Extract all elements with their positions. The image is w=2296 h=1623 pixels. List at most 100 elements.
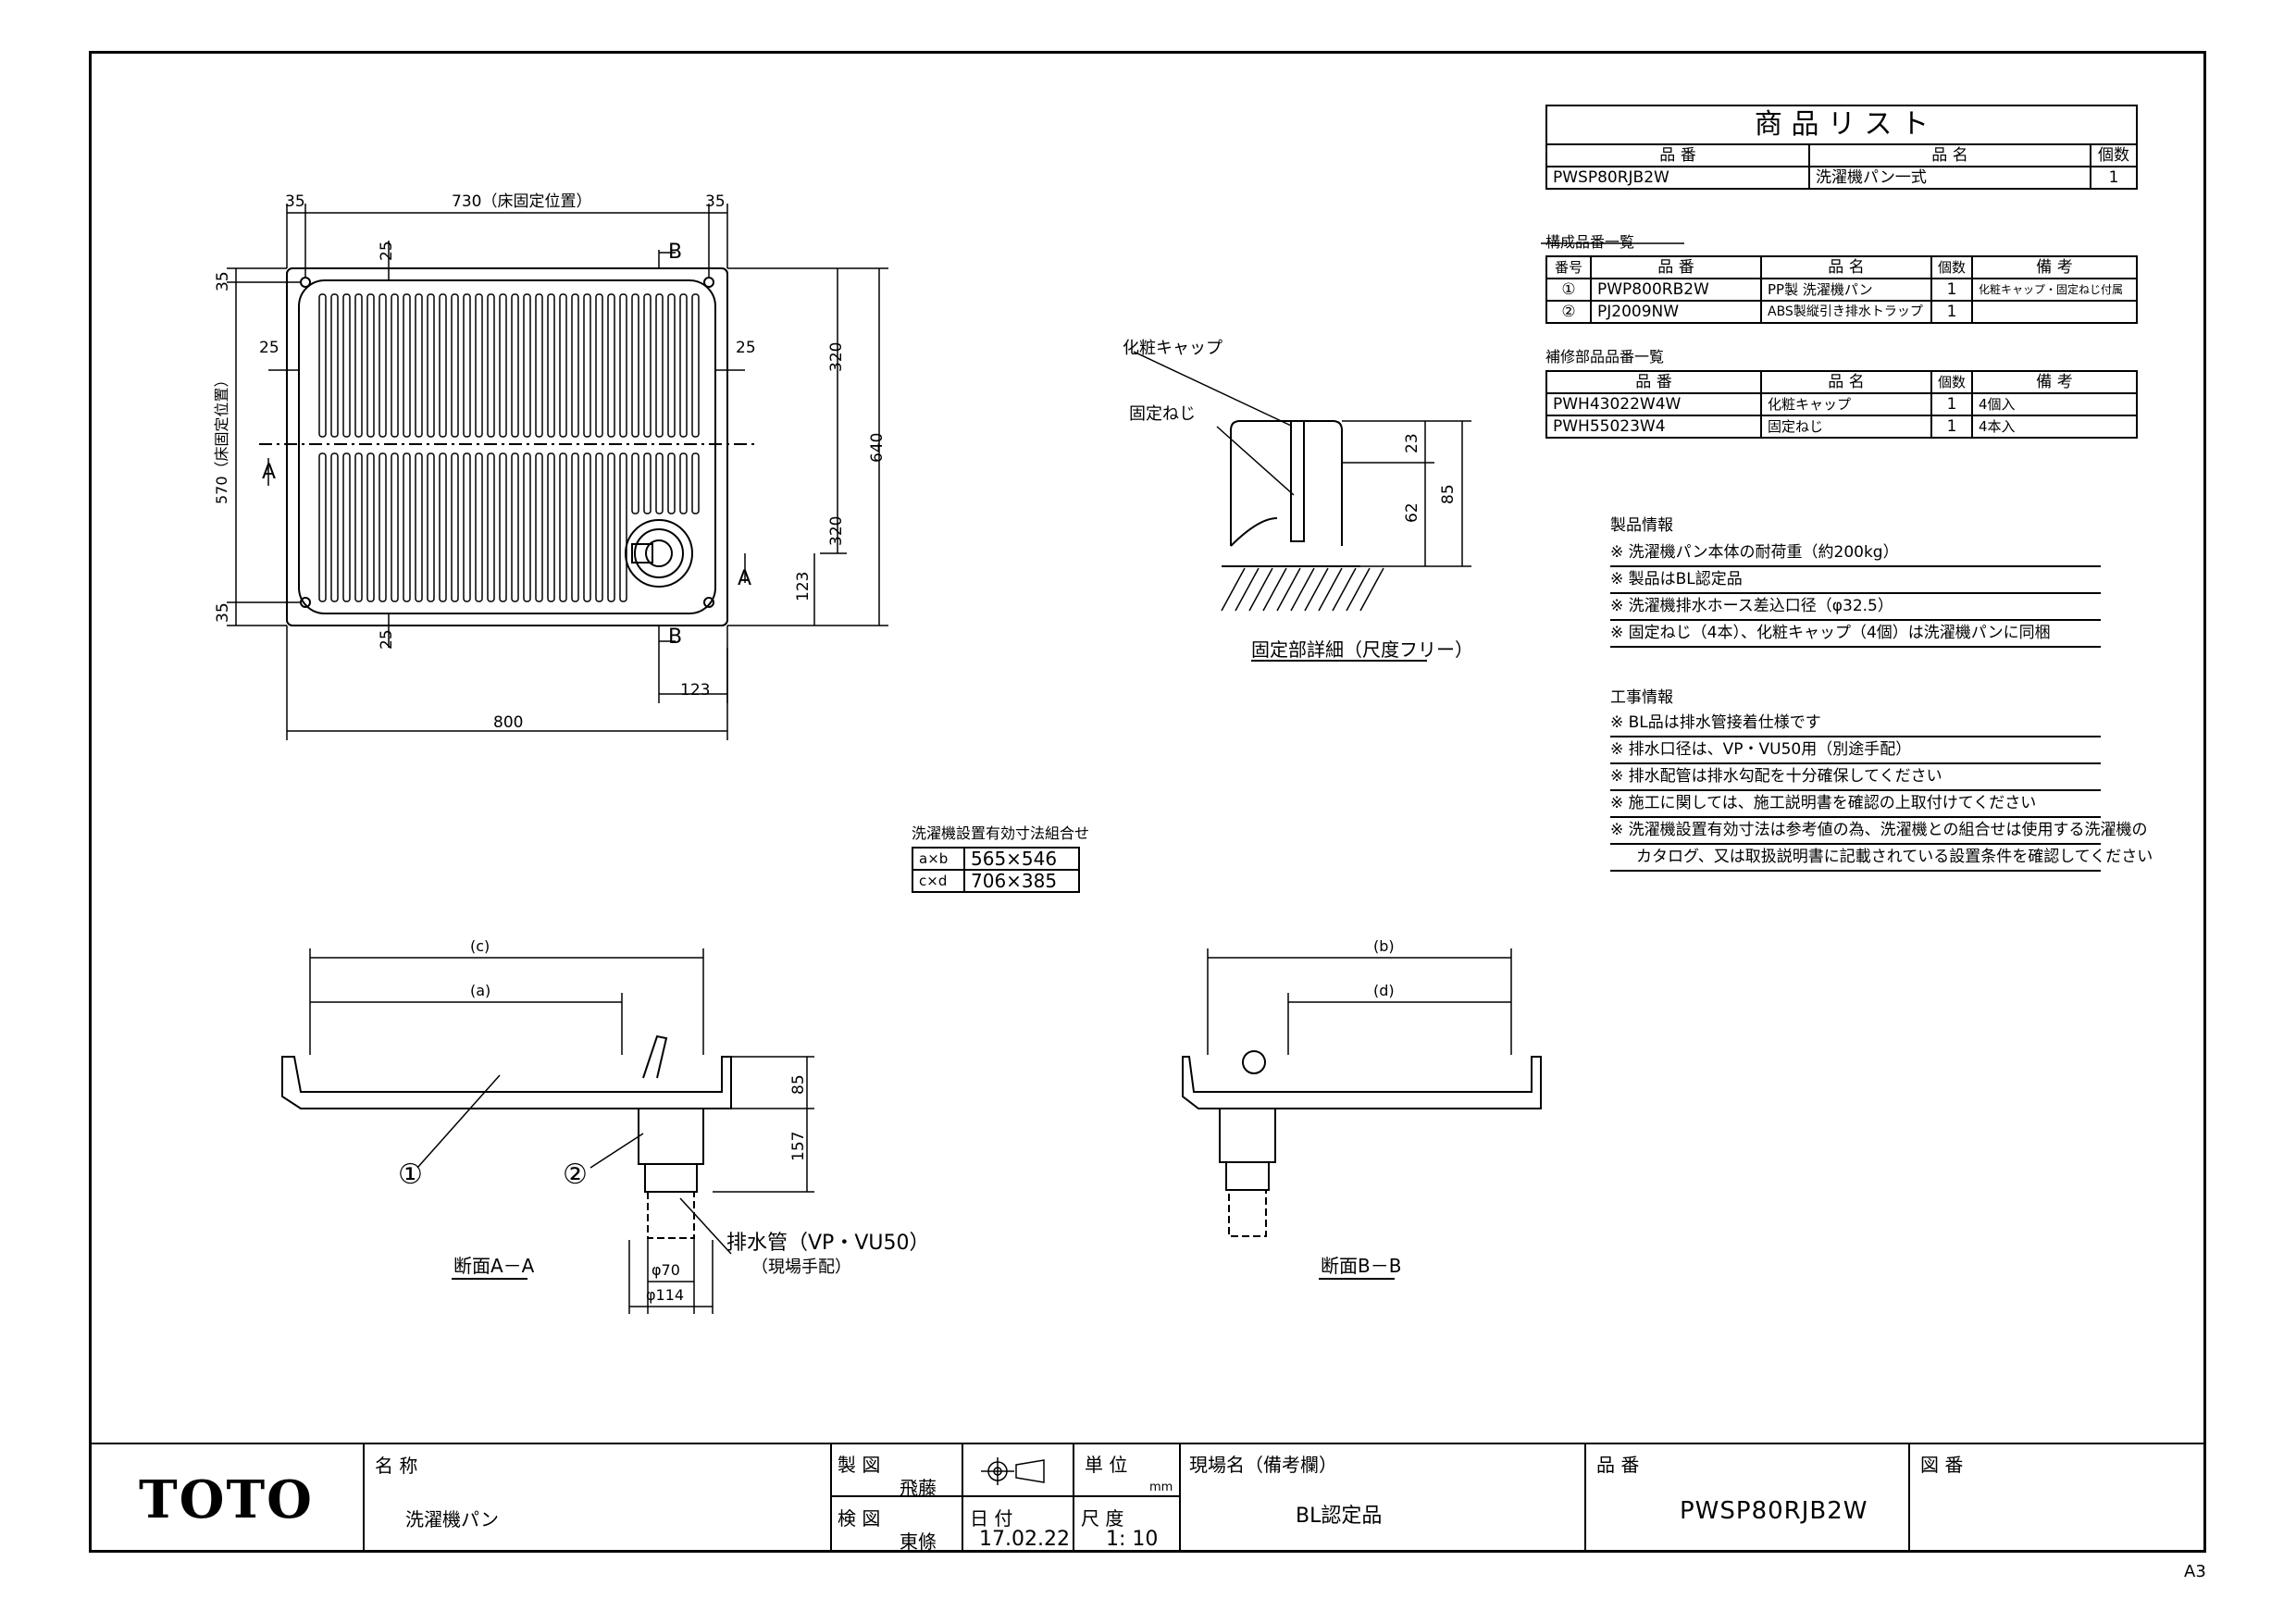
checked-label: 検 図 [838, 1507, 881, 1530]
components-note: 化粧キャップ・固定ねじ付属 [1971, 278, 2138, 302]
section-a-dim-157: 157 [789, 1131, 808, 1161]
pan-rib [655, 293, 664, 438]
pan-rib [487, 452, 495, 602]
product-info-item: ※ 洗濯機パン本体の耐荷重（約200kg） [1610, 540, 2101, 567]
components-row: ① PWP800RB2W PP製 洗濯機パン 1 化粧キャップ・固定ねじ付属 [1545, 278, 2138, 302]
pan-rib [547, 293, 555, 438]
pan-rib [595, 452, 603, 602]
product-list-qty: 1 [2090, 166, 2138, 190]
pan-rib [583, 452, 591, 602]
repair-header-qty: 個数 [1930, 370, 1974, 394]
fix-hole-tl [300, 277, 311, 288]
hatch-line [1276, 567, 1301, 612]
pan-rib [559, 293, 567, 438]
detail-caption: 固定部詳細（尺度フリー） [1251, 638, 1473, 661]
repair-parts-table: 品 番 品 名 個数 備 考 PWH43022W4W 化粧キャップ 1 4個入 … [1545, 370, 2138, 439]
pan-ribs [318, 293, 700, 602]
pan-rib [475, 293, 483, 438]
construction-info-item: カタログ、又は取扱説明書に記載されている設置条件を確認してください [1610, 845, 2153, 872]
section-b-pan [1182, 1056, 1542, 1109]
pan-rib [330, 293, 339, 438]
sheet-size: A3 [2184, 1562, 2206, 1581]
components-note [1971, 300, 2138, 324]
pan-rib [571, 293, 579, 438]
pan-rib [427, 452, 435, 602]
pan-rib [499, 293, 507, 438]
pan-rib [487, 293, 495, 438]
pan-rib [595, 293, 603, 438]
date-label: 日 付 [970, 1507, 1013, 1530]
screw-leader [1216, 426, 1295, 496]
repair-row: PWH55023W4 固定ねじ 1 4本入 [1545, 415, 2138, 439]
drain-trap-inner [634, 528, 684, 578]
pan-rib [403, 293, 411, 438]
site-value: BL認定品 [1296, 1505, 1383, 1528]
hatch-line [1248, 567, 1273, 612]
section-b-caption: 断面B－B [1321, 1255, 1402, 1277]
install-dims-row: c×d 706×385 [912, 869, 1080, 893]
dia-70: φ70 [652, 1261, 680, 1279]
pan-rib [619, 452, 627, 602]
section-b-trap-outlet [1225, 1161, 1270, 1191]
repair-header-name: 品 名 [1760, 370, 1932, 394]
components-title: 構成品番一覧 [1545, 233, 1635, 251]
repair-qty: 1 [1930, 392, 1974, 416]
pan-rib [366, 452, 375, 602]
install-dims-table: a×b 565×546 c×d 706×385 [912, 847, 1080, 893]
construction-info-title: 工事情報 [1610, 688, 1673, 707]
pan-rib [583, 293, 591, 438]
pan-rib [415, 452, 423, 602]
hatch-line [1290, 567, 1315, 612]
product-list-code: PWSP80RJB2W [1545, 166, 1810, 190]
section-a-pipe [647, 1191, 695, 1239]
pan-rib [523, 293, 531, 438]
dim-c: (c) [470, 937, 490, 955]
title-block-lines [89, 1443, 2206, 1553]
plan-dimensions [227, 204, 888, 740]
toto-logo: TOTO [139, 1469, 314, 1530]
dim-320-bottom: 320 [827, 515, 846, 546]
components-header-name: 品 名 [1760, 255, 1932, 279]
pan-rib [571, 452, 579, 602]
scale-label: 尺 度 [1081, 1507, 1124, 1530]
components-header-code: 品 番 [1590, 255, 1762, 279]
pan-rib [631, 293, 639, 438]
section-a-a [281, 948, 814, 1314]
pan-rib [318, 452, 327, 602]
section-b-trap-body [1219, 1108, 1276, 1163]
pan-rib [679, 293, 688, 438]
dim-d: (d) [1373, 982, 1395, 999]
hatch-line [1318, 567, 1343, 612]
pan-rib [439, 293, 447, 438]
drain-pipe-label: 排水管（VP・VU50） [726, 1232, 930, 1255]
section-a-caption: 断面A－A [453, 1255, 535, 1277]
components-name: ABS製縦引き排水トラップ [1760, 300, 1932, 324]
components-no: ① [1545, 278, 1592, 302]
pan-rib [354, 293, 363, 438]
pan-rib [427, 293, 435, 438]
pan-rib [342, 452, 351, 602]
pan-outer-outline [286, 267, 728, 626]
pan-rib [679, 452, 688, 514]
drain-pipe-note: （現場手配） [751, 1258, 851, 1277]
code-value: PWSP80RJB2W [1680, 1497, 1868, 1525]
section-a-pan [281, 1056, 732, 1109]
unit-value: mm [1149, 1481, 1173, 1494]
construction-info-item: ※ 排水配管は排水勾配を十分確保してください [1610, 764, 2101, 791]
dim-a: (a) [470, 982, 491, 999]
screw-label: 固定ねじ [1129, 404, 1196, 424]
section-b-dims [1207, 948, 1512, 1055]
construction-info-item: ※ 施工に関しては、施工説明書を確認の上取付けてください [1610, 791, 2101, 818]
detail-curve [1230, 517, 1278, 547]
dim-640: 640 [868, 432, 887, 463]
dim-25-top: 25 [378, 241, 396, 261]
components-table: 番号 品 番 品 名 個数 備 考 ① PWP800RB2W PP製 洗濯機パン… [1545, 255, 2138, 324]
drain-hose-port [631, 543, 653, 564]
repair-code: PWH55023W4 [1545, 415, 1762, 439]
dim-123-v: 123 [794, 571, 813, 601]
code-label: 品 番 [1596, 1454, 1640, 1476]
pan-rib [318, 293, 327, 438]
section-b-pipe [1228, 1189, 1267, 1237]
product-info-title: 製品情報 [1610, 516, 1673, 535]
